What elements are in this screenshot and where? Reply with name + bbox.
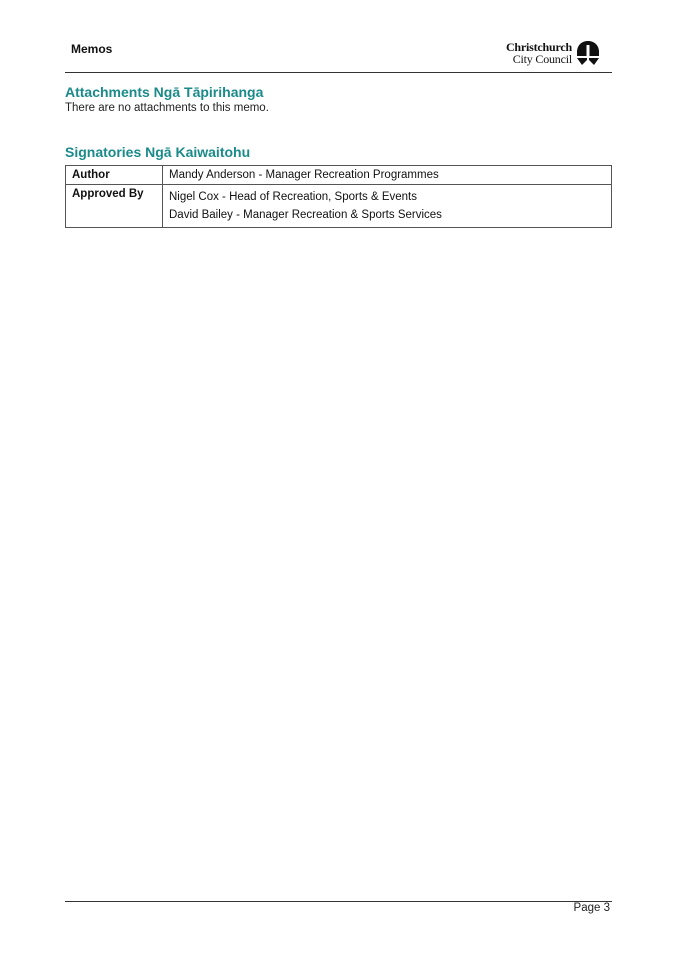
attachments-text: There are no attachments to this memo. — [65, 102, 269, 114]
table-row: Author Mandy Anderson - Manager Recreati… — [65, 165, 612, 185]
signatories-heading: Signatories Ngā Kaiwaitohu — [65, 144, 251, 160]
author-value: Mandy Anderson - Manager Recreation Prog… — [162, 165, 612, 185]
logo-line2: City Council — [512, 52, 572, 66]
approved-by-values: Nigel Cox - Head of Recreation, Sports &… — [162, 184, 612, 228]
header-rule — [65, 72, 612, 73]
approved-by-label: Approved By — [65, 184, 163, 228]
logo-line1: Christchurch — [505, 40, 572, 54]
signatories-table: Author Mandy Anderson - Manager Recreati… — [65, 165, 612, 228]
approver-1: Nigel Cox - Head of Recreation, Sports &… — [169, 191, 418, 203]
page-number: Page 3 — [573, 902, 610, 914]
table-row: Approved By Nigel Cox - Head of Recreati… — [65, 184, 612, 228]
author-label: Author — [65, 165, 163, 185]
council-logo: Christchurch City Council — [506, 38, 600, 68]
header-title: Memos — [71, 42, 113, 56]
attachments-heading: Attachments Ngā Tāpirihanga — [65, 84, 264, 100]
logo-text: Christchurch City Council — [506, 41, 572, 65]
page-header: Memos Christchurch City Council — [65, 38, 612, 74]
approver-2: David Bailey - Manager Recreation & Spor… — [169, 209, 442, 221]
footer-rule — [65, 901, 612, 902]
christchurch-city-council-logo-icon — [577, 41, 599, 65]
